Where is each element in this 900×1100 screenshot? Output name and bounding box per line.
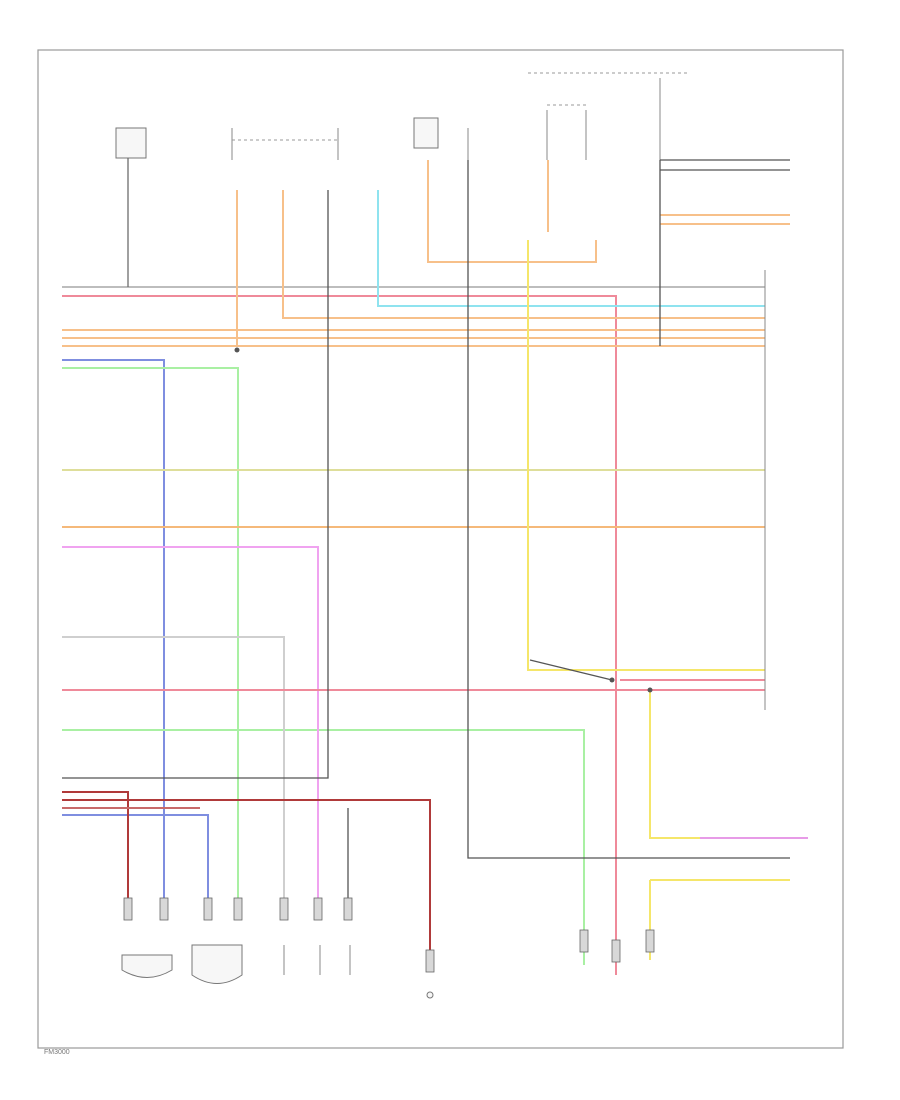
splices: [234, 347, 653, 693]
bottom-connectors: [123, 897, 655, 973]
wire-cyan: [377, 190, 765, 307]
switch-group: [467, 104, 587, 160]
wire-black-3: [467, 160, 790, 859]
wire-black-1: [62, 190, 329, 779]
wire-orange-relay: [427, 160, 597, 263]
ground-point: [426, 991, 434, 999]
splice-1: [234, 347, 240, 353]
wiring: [62, 158, 808, 975]
wire-green-long: [62, 367, 239, 910]
wire-pink: [62, 546, 319, 910]
connector-11: [645, 929, 655, 953]
speed-sensor-right: [191, 944, 243, 984]
speed-sensor-left: [121, 954, 173, 978]
connector-5: [279, 897, 289, 921]
connector-2: [159, 897, 169, 921]
connector-7: [343, 897, 353, 921]
wire-yellow-bottom-2: [649, 879, 790, 960]
top-components: [115, 72, 690, 160]
diagram-frame: [37, 49, 844, 1049]
wire-yellow-bottom: [649, 690, 700, 839]
wire-lightgray-mid: [62, 636, 285, 910]
corner-code-label: FM3000: [44, 1049, 70, 1056]
bottom-components: [121, 944, 434, 999]
wire-darkred-1: [62, 791, 129, 910]
connector-6: [313, 897, 323, 921]
wire-blue-bottom: [62, 814, 209, 910]
wire-black-7: [529, 659, 613, 681]
connector-1: [123, 897, 133, 921]
wire-green-bottom: [62, 729, 585, 965]
wire-darkred-2: [62, 799, 431, 960]
relay-module-top-center: [413, 117, 439, 149]
connector-4: [233, 897, 243, 921]
connector-9: [579, 929, 589, 953]
splice-3: [647, 687, 653, 693]
wire-yellow-long: [527, 240, 765, 671]
wire-blue-long: [62, 359, 165, 910]
connector-3: [203, 897, 213, 921]
connector-10: [611, 939, 621, 963]
wire-red-top: [62, 295, 617, 975]
connector-8: [425, 949, 435, 973]
wire-orange-ign-2: [282, 190, 765, 319]
splice-2: [609, 677, 615, 683]
ignition-switch: [231, 128, 339, 160]
sensor-module-top-left: [115, 127, 147, 159]
